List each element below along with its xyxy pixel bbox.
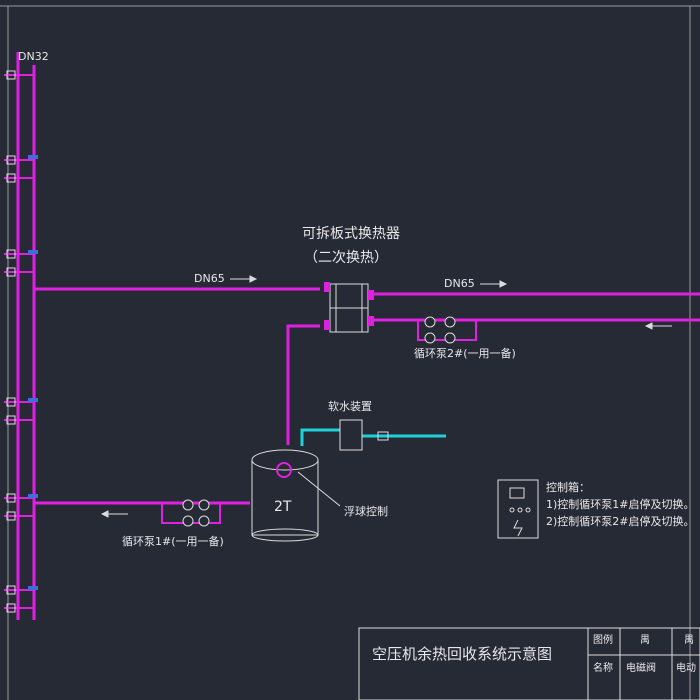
circulation-pump-2 bbox=[417, 316, 477, 344]
plate-heat-exchanger bbox=[324, 282, 374, 333]
legend-symbol-1: 禺 bbox=[640, 635, 650, 646]
heat-exchanger-title: 可拆板式换热器 bbox=[302, 226, 400, 242]
title-block bbox=[358, 627, 700, 700]
drawing-title: 空压机余热回收系统示意图 bbox=[372, 645, 553, 663]
header-blue-valves bbox=[28, 155, 38, 590]
softener-label: 软水装置 bbox=[328, 400, 372, 413]
control-box bbox=[497, 479, 539, 539]
float-control-label: 浮球控制 bbox=[344, 505, 388, 518]
pump-2-label: 循环泵2#(一用一备) bbox=[414, 347, 516, 360]
dn65-right-label: DN65 bbox=[444, 277, 475, 290]
tank-capacity-label: 2T bbox=[274, 499, 292, 515]
name-header: 名称 bbox=[593, 663, 613, 674]
legend-name-1: 电磁阀 bbox=[626, 663, 656, 674]
flow-arrows bbox=[100, 275, 672, 518]
heat-exchanger-subtitle: （二次换热） bbox=[304, 250, 388, 266]
drawing-frame bbox=[0, 5, 700, 700]
main-pipes bbox=[34, 287, 700, 505]
legend-header: 图例 bbox=[593, 635, 613, 646]
control-box-title: 控制箱： bbox=[546, 481, 590, 494]
dn65-left-label: DN65 bbox=[194, 272, 225, 285]
water-tank bbox=[251, 449, 341, 542]
circulation-pump-1 bbox=[161, 499, 221, 527]
vertical-header-pipes bbox=[16, 52, 36, 620]
control-box-line-2: 2)控制循环泵2#启停及切换。 bbox=[546, 515, 695, 528]
dn32-label: DN32 bbox=[18, 50, 49, 63]
control-box-line-1: 1)控制循环泵1#启停及切换。 bbox=[546, 498, 695, 511]
soft-water-line bbox=[300, 419, 446, 451]
pump-1-label: 循环泵1#(一用一备) bbox=[122, 535, 224, 548]
legend-symbol-2: 禺 bbox=[684, 635, 694, 646]
legend-name-2: 电动 bbox=[676, 663, 696, 674]
branch-valve-icons bbox=[6, 70, 16, 613]
